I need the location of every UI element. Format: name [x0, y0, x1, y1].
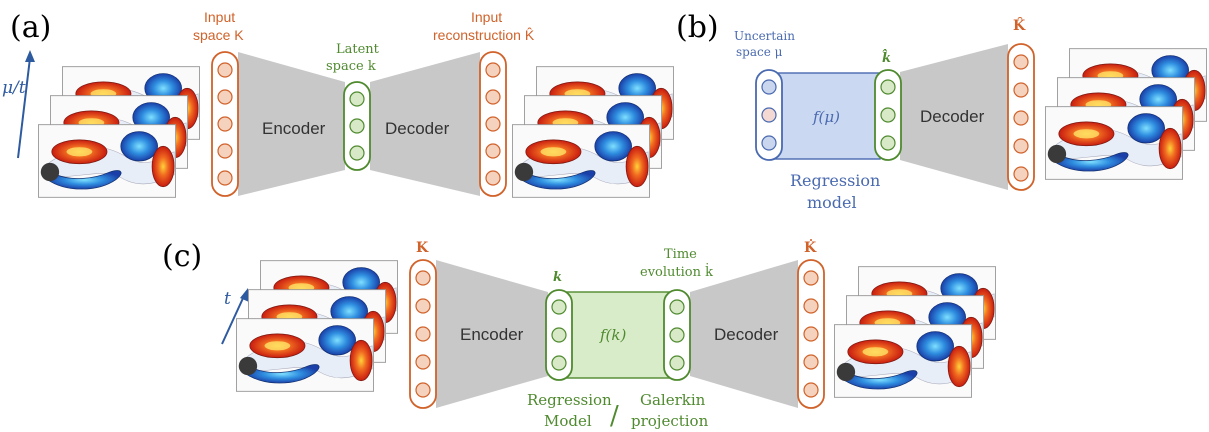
Kdot-label-c: K̇ [804, 238, 817, 256]
output-snapshots-image-b [1045, 49, 1206, 180]
k-label-c: k [553, 270, 562, 285]
input-title-line1: Input [204, 9, 235, 25]
decoder-block-c [690, 260, 798, 408]
decoder-label-c: Decoder [714, 325, 779, 344]
f-k-label: f(k) [599, 326, 626, 344]
panel-b: (b) Uncertain space μ f(μ) Decoder k̂ [676, 10, 1207, 212]
axis-label-t: t [224, 289, 231, 309]
decoder-block [370, 52, 480, 196]
regression-title-line2: model [807, 193, 857, 212]
axis-label-mu-t: μ/t [2, 78, 26, 98]
or-slash: / [610, 401, 619, 431]
output-layer-b [1007, 43, 1035, 191]
panel-a-label: (a) [10, 10, 51, 45]
uncertain-layer [755, 69, 783, 161]
latent-title-line1: Latent [336, 42, 380, 57]
time-axis-arrow [17, 50, 35, 159]
galerkin-title-line1: Galerkin [640, 391, 706, 409]
regression-title-c-line1: Regression [527, 391, 612, 409]
regression-block [769, 72, 881, 160]
time-title-line1: Time [664, 247, 697, 262]
input-snapshots-image [38, 67, 199, 198]
uncertain-title-line1: Uncertain [734, 29, 795, 43]
regression-title-line1: Regression [790, 171, 880, 190]
encoder-block [238, 52, 345, 196]
input-layer-c [409, 259, 437, 409]
input-layer [211, 51, 239, 197]
K-label-c: K [416, 240, 429, 256]
reconstruction-snapshots-image [512, 67, 673, 198]
regression-title-c-line2: Model [544, 412, 592, 430]
recon-title-line1: Input [471, 9, 502, 25]
time-evolution-layer [663, 289, 691, 381]
panel-c: (c) t Encoder f(k) Decoder K [162, 238, 996, 431]
latent-layer-b [874, 69, 902, 161]
panel-c-label: (c) [162, 239, 202, 274]
output-snapshots-image-c [834, 267, 995, 398]
latent-title-line2: space k [326, 59, 376, 74]
f-mu-label: f(μ) [812, 108, 840, 126]
decoder-block-b [900, 44, 1008, 190]
input-title-line2: space K [193, 27, 244, 43]
khat-label: k̂ [882, 49, 891, 66]
output-layer-c [797, 259, 825, 409]
latent-layer-c [545, 289, 573, 381]
time-title-line2: evolution k̇ [640, 262, 713, 280]
time-axis-arrow-c [221, 288, 249, 345]
reconstruction-layer [479, 51, 507, 197]
encoder-label-c: Encoder [460, 325, 524, 344]
latent-layer [343, 81, 371, 171]
uncertain-title-line2: space μ [736, 45, 783, 59]
input-snapshots-image-c [236, 261, 397, 392]
recon-title-line2: reconstruction K̂ [433, 27, 535, 43]
galerkin-title-line2: projection [631, 412, 709, 430]
panel-b-label: (b) [676, 10, 719, 45]
encoder-label: Encoder [262, 119, 326, 138]
decoder-label: Decoder [385, 119, 450, 138]
Khat-label: K̂ [1013, 16, 1026, 34]
panel-a: (a) μ/t Encoder Decoder Input space K [2, 9, 674, 197]
decoder-label-b: Decoder [920, 107, 985, 126]
encoder-block-c [436, 260, 548, 408]
